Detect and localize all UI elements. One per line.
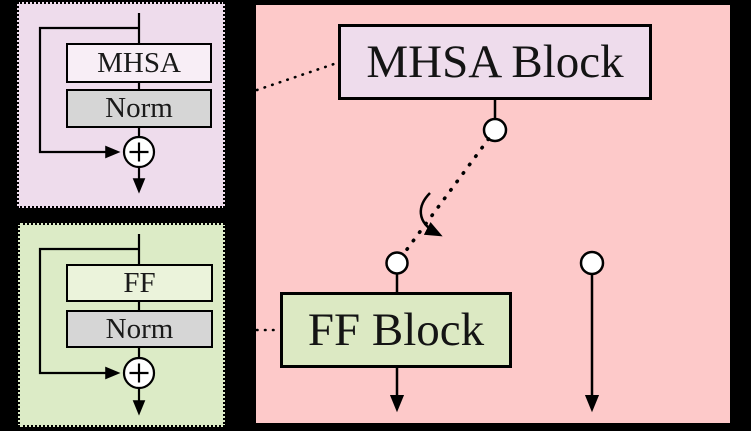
- norm-layer-label: Norm: [105, 92, 173, 124]
- residual-connection-arrow: [38, 26, 139, 159]
- residual-connection-arrow: [38, 247, 139, 380]
- ff-layer-label: FF: [123, 266, 156, 299]
- free-port[interactable]: [579, 250, 605, 276]
- drag-connection-dots: [401, 137, 491, 256]
- mhsa-legend-link-dots: [256, 61, 339, 92]
- mhsa-layer-label: MHSA: [97, 46, 181, 79]
- mhsa-detail-panel: MHSA Norm: [17, 2, 225, 208]
- canvas-wiring: [256, 61, 605, 413]
- ff-block[interactable]: FF Block: [280, 292, 512, 368]
- mhsa-block[interactable]: MHSA Block: [338, 24, 652, 100]
- sum-icon: [122, 135, 156, 169]
- mhsa-layer-box: MHSA: [66, 43, 212, 83]
- ff-detail-panel: FF Norm: [18, 223, 225, 427]
- mhsa-output-port[interactable]: [482, 117, 508, 143]
- norm-layer-box: Norm: [66, 310, 213, 348]
- sum-icon: [122, 356, 156, 390]
- norm-layer-label: Norm: [105, 312, 174, 345]
- canvas-panel: MHSA Block FF Block: [253, 2, 733, 426]
- ff-layer-box: FF: [66, 264, 213, 302]
- norm-layer-box: Norm: [66, 89, 212, 128]
- drag-gesture-arrow-icon: [419, 192, 443, 237]
- ff-input-port[interactable]: [385, 251, 409, 275]
